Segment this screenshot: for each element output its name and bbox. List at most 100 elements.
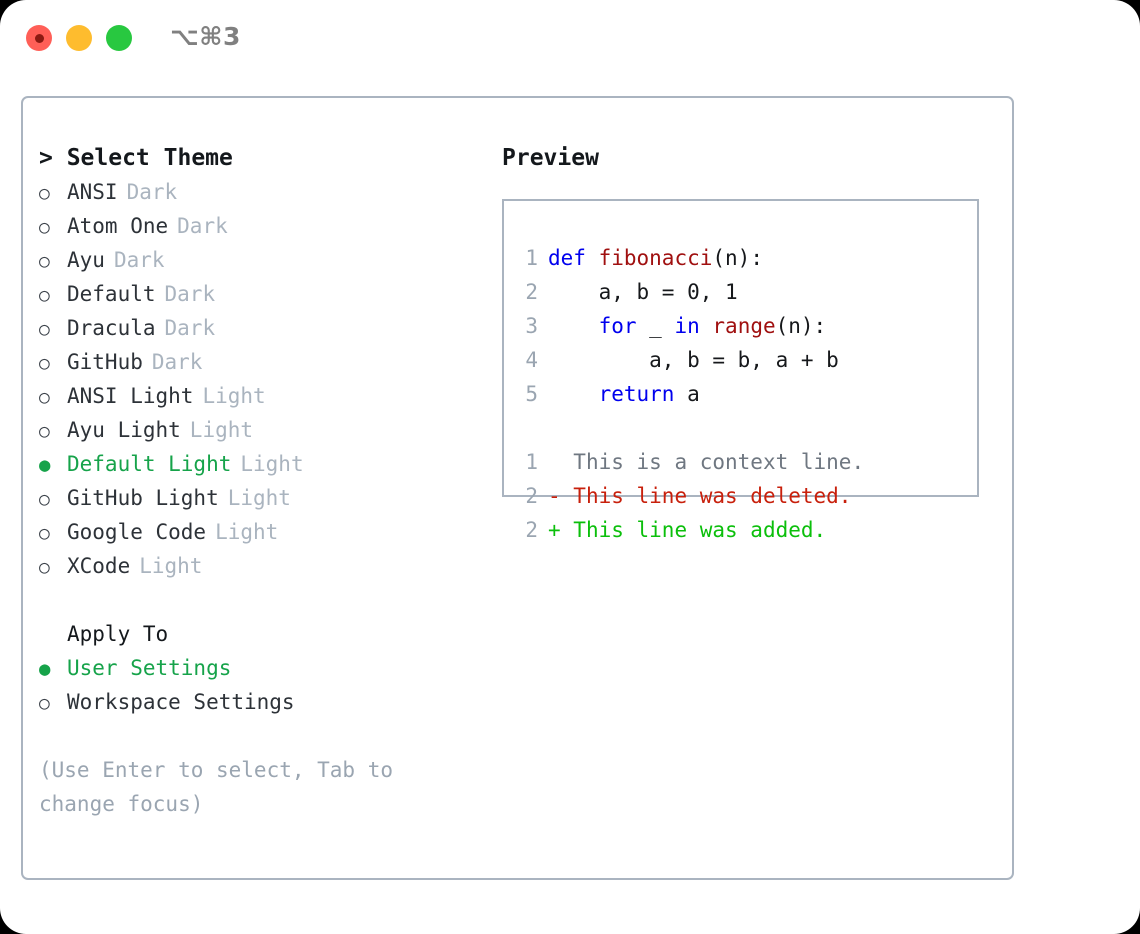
theme-list-item[interactable]: ○ ANSI Light Light xyxy=(39,379,489,413)
theme-list-item[interactable]: ○ Google Code Light xyxy=(39,515,489,549)
theme-category-tag: Dark xyxy=(177,214,228,238)
theme-name: Default xyxy=(67,282,156,306)
radio-unselected-icon[interactable]: ○ xyxy=(39,523,50,544)
line-number: 3 xyxy=(525,314,538,338)
diff-sign xyxy=(548,450,561,474)
maximize-window-button[interactable] xyxy=(106,25,132,51)
line-number: 1 xyxy=(525,450,538,474)
theme-list-item[interactable]: ○ Atom One Dark xyxy=(39,209,489,243)
code-token: (n): xyxy=(775,314,827,338)
theme-list-item[interactable]: ○ Ayu Dark xyxy=(39,243,489,277)
radio-unselected-icon[interactable]: ○ xyxy=(39,183,50,204)
code-token xyxy=(548,314,599,338)
theme-list-item[interactable]: ○ Dracula Dark xyxy=(39,311,489,345)
radio-unselected-icon[interactable]: ○ xyxy=(39,251,50,272)
spacer xyxy=(39,583,489,617)
code-token xyxy=(700,314,713,338)
radio-unselected-icon[interactable]: ○ xyxy=(39,353,50,374)
theme-name: GitHub xyxy=(67,350,143,374)
line-number: 2 xyxy=(525,518,538,542)
theme-category-tag: Dark xyxy=(164,316,216,340)
apply-to-list[interactable]: ● User Settings ○ Workspace Settings xyxy=(39,651,489,719)
diff-sign: + xyxy=(548,518,561,542)
code-token xyxy=(548,382,599,406)
theme-category-tag: Dark xyxy=(164,282,216,306)
radio-selected-icon[interactable]: ● xyxy=(39,658,51,680)
theme-name: Atom One xyxy=(67,214,169,238)
line-number: 5 xyxy=(525,382,538,406)
preview-title: Preview xyxy=(502,145,599,171)
apply-to-option[interactable]: ● User Settings xyxy=(39,651,489,685)
theme-list-item[interactable]: ○ Ayu Light Light xyxy=(39,413,489,447)
title-bar: ⌥⌘3 xyxy=(0,0,1140,78)
apply-to-heading: ○ Apply To xyxy=(39,617,489,651)
code-token: (n): xyxy=(712,246,763,270)
code-token: a, b = b, a + b xyxy=(548,348,839,372)
radio-unselected-icon[interactable]: ○ xyxy=(39,489,50,510)
code-token: a, b = 0, 1 xyxy=(548,280,738,304)
radio-unselected-icon[interactable]: ○ xyxy=(39,557,50,578)
diff-text: This line was added. xyxy=(560,518,827,542)
theme-name: Dracula xyxy=(67,316,156,340)
line-number: 2 xyxy=(525,484,538,508)
radio-unselected-icon[interactable]: ○ xyxy=(39,387,50,408)
diff-line: 2 + This line was added. xyxy=(514,513,864,547)
keyboard-hint: (Use Enter to select, Tab to change focu… xyxy=(39,758,406,816)
code-token: for xyxy=(598,314,637,338)
theme-category-tag: Light xyxy=(215,520,279,544)
theme-category-tag: Light xyxy=(189,418,254,442)
code-token: _ xyxy=(636,314,675,338)
radio-selected-icon[interactable]: ● xyxy=(39,454,51,476)
theme-list-item[interactable]: ○ XCode Light xyxy=(39,549,489,583)
close-window-button[interactable] xyxy=(26,25,52,51)
theme-category-tag: Light xyxy=(227,486,291,510)
code-token: a xyxy=(674,382,700,406)
theme-list-item[interactable]: ○ Default Dark xyxy=(39,277,489,311)
theme-name: Default Light xyxy=(67,452,232,476)
line-number: 1 xyxy=(525,246,538,270)
code-token: return xyxy=(598,382,675,406)
code-line: 5 return a xyxy=(514,377,864,411)
apply-to-option[interactable]: ○ Workspace Settings xyxy=(39,685,489,719)
theme-category-tag: Light xyxy=(139,554,203,578)
code-blank-line xyxy=(514,411,864,445)
minimize-window-button[interactable] xyxy=(66,25,92,51)
radio-unselected-icon[interactable]: ○ xyxy=(39,693,50,714)
theme-name: ANSI xyxy=(67,180,118,204)
theme-category-tag: Light xyxy=(202,384,266,408)
diff-text: This line was deleted. xyxy=(560,484,852,508)
radio-unselected-icon[interactable]: ○ xyxy=(39,217,50,238)
theme-category-tag: Dark xyxy=(113,248,165,272)
apply-to-option-label: Workspace Settings xyxy=(67,690,295,714)
code-token: range xyxy=(712,314,776,338)
theme-name: Google Code xyxy=(67,520,207,544)
code-token: fibonacci xyxy=(598,246,713,270)
apply-to-label: Apply To xyxy=(67,622,169,646)
radio-unselected-icon[interactable]: ○ xyxy=(39,285,50,306)
radio-unselected-icon[interactable]: ○ xyxy=(39,319,50,340)
diff-text: This is a context line. xyxy=(560,450,865,474)
line-number: 4 xyxy=(525,348,538,372)
theme-name: Ayu Light xyxy=(67,418,181,442)
apply-to-heading-marker: ○ xyxy=(39,617,67,651)
code-line: 1 def fibonacci(n): xyxy=(514,241,864,275)
code-line: 2 a, b = 0, 1 xyxy=(514,275,864,309)
line-number: 2 xyxy=(525,280,538,304)
theme-name: ANSI Light xyxy=(67,384,194,408)
theme-name: Ayu xyxy=(67,248,105,272)
diff-sign: - xyxy=(548,484,561,508)
radio-unselected-icon[interactable]: ○ xyxy=(39,421,50,442)
apply-to-option-label: User Settings xyxy=(67,656,232,680)
theme-name: XCode xyxy=(67,554,131,578)
code-line: 4 a, b = b, a + b xyxy=(514,343,864,377)
code-token: def xyxy=(548,246,586,270)
